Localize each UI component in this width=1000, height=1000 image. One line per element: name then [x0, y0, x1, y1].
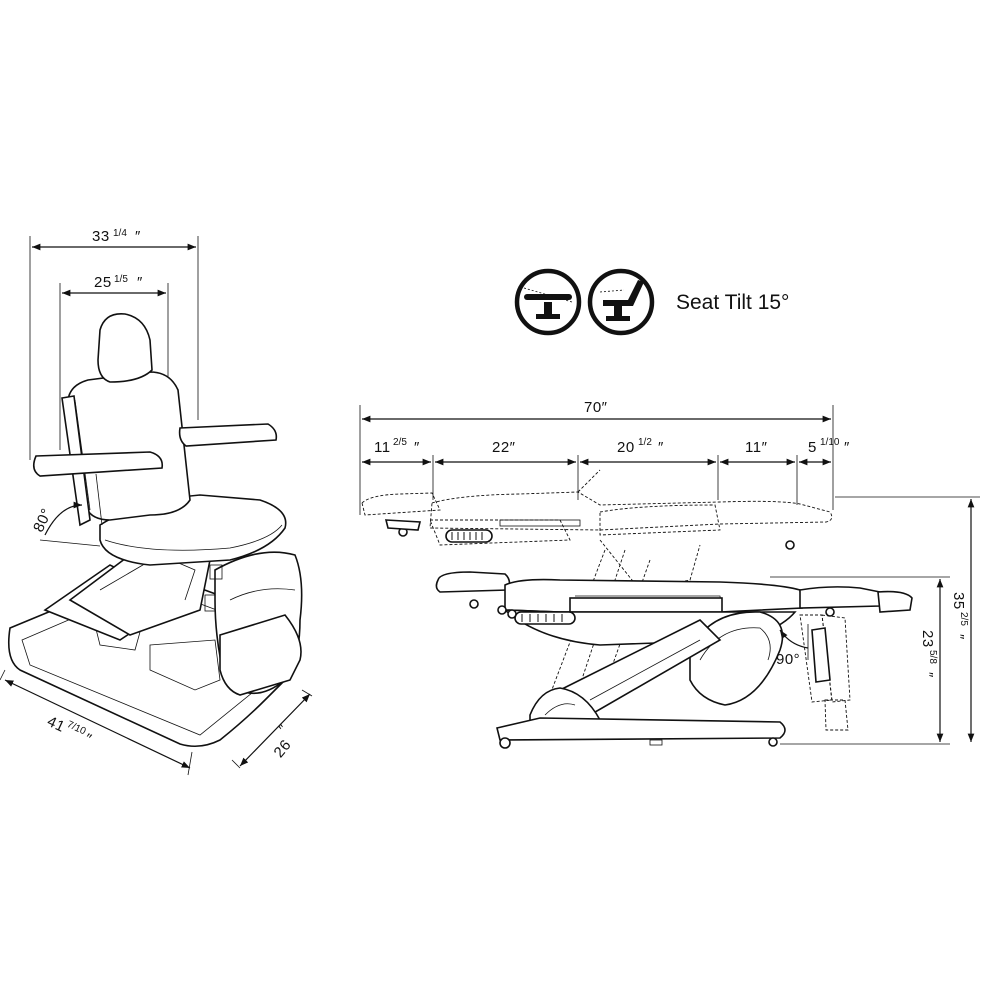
chair-front-drawing: [7, 313, 303, 748]
depth-label: 26: [271, 737, 295, 761]
svg-text:″: ″: [135, 228, 141, 245]
overall-length-label: 70″: [584, 399, 608, 416]
outer-width-label: 33: [92, 228, 110, 245]
overall-length-dimension: 70″: [359, 399, 834, 515]
low-height-dimension: 23 5/8 ″: [770, 576, 950, 745]
front-view: 33 1/4 ″ 25 1/5 ″: [0, 228, 313, 776]
high-height-dimension: 35 2/5 ″: [835, 496, 980, 742]
low-height-fraction: 5/8: [927, 650, 938, 664]
seat-tilt-title: Seat Tilt 15°: [676, 291, 789, 314]
svg-text:″: ″: [950, 634, 967, 640]
svg-text:″: ″: [919, 672, 936, 678]
back-angle-label: 80°: [30, 506, 56, 535]
leg-angle-label: 90°: [776, 651, 800, 668]
leg-angle-indicator: 90°: [776, 624, 809, 668]
length-label: 41: [44, 713, 67, 736]
segment-dimensions: 11 2/5 ″ 22″ 20 1/2 ″ 11″ 5 1/10 ″: [362, 437, 850, 505]
lowered-position-outline: [435, 571, 913, 749]
seg2-label: 22″: [492, 439, 516, 456]
outer-width-dimension: 33 1/4 ″: [29, 228, 199, 460]
seg4-label: 11″: [745, 439, 768, 456]
inner-width-fraction: 1/5: [114, 274, 128, 285]
high-height-fraction: 2/5: [958, 612, 969, 626]
raised-actuator: [384, 519, 795, 550]
seg5-fraction: 1/10: [820, 437, 840, 448]
svg-text:″: ″: [658, 439, 664, 456]
outer-width-fraction: 1/4: [113, 228, 127, 239]
side-view: 70″ 11 2/5 ″ 22″ 20 1/2 ″ 11″ 5 1/10 ″: [359, 399, 980, 749]
low-height-label: 23: [919, 630, 936, 648]
inner-width-dimension: 25 1/5 ″: [59, 274, 169, 500]
svg-text:″: ″: [275, 721, 292, 737]
seat-tilt-flat-icon: [514, 268, 582, 336]
seat-tilt-legend: Seat Tilt 15°: [514, 268, 789, 336]
seg5-label: 5: [808, 439, 817, 456]
svg-text:″: ″: [137, 274, 143, 291]
seg3-label: 20: [617, 439, 635, 456]
seat-tilt-recline-icon: [587, 268, 655, 336]
length-fraction: 7/10: [65, 719, 88, 737]
svg-text:″: ″: [844, 439, 850, 456]
high-height-label: 35: [950, 592, 967, 610]
seg1-fraction: 2/5: [393, 437, 407, 448]
svg-text:″: ″: [414, 439, 420, 456]
inner-width-label: 25: [94, 274, 112, 291]
seg1-label: 11: [374, 439, 391, 456]
seg3-fraction: 1/2: [638, 437, 652, 448]
